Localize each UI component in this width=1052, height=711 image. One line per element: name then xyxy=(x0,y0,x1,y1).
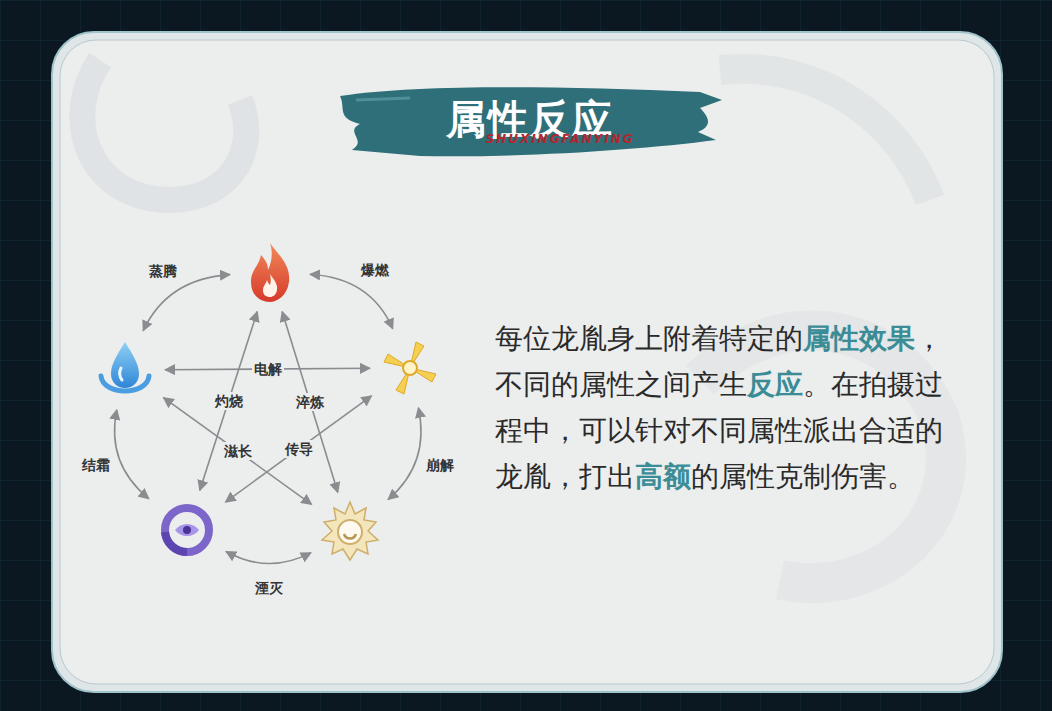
water-icon xyxy=(93,338,157,402)
reaction-label: 蒸腾 xyxy=(147,262,179,280)
icon-shape xyxy=(378,336,442,400)
highlight-text: 属性效果 xyxy=(803,322,915,355)
curved-arrow xyxy=(388,408,421,500)
curved-arrow xyxy=(226,551,311,563)
icon-shape xyxy=(238,240,302,304)
reaction-label: 灼烧 xyxy=(213,392,245,410)
body-text: 的属性克制伤害。 xyxy=(691,460,915,493)
icon-shape xyxy=(155,498,219,562)
fire-icon xyxy=(238,240,302,304)
reaction-label: 淬炼 xyxy=(294,393,326,411)
light-icon xyxy=(318,500,382,564)
body-text: 每位龙胤身上附着特定的 xyxy=(495,322,803,355)
reaction-label: 滋长 xyxy=(222,442,254,460)
curved-arrow xyxy=(143,275,230,331)
reaction-label: 崩解 xyxy=(424,456,456,474)
watermark-text: SHUXINGFANYING xyxy=(485,132,634,146)
straight-arrow xyxy=(200,312,258,491)
reaction-label: 电解 xyxy=(252,360,284,378)
icon-shape xyxy=(93,338,157,402)
electric-icon xyxy=(378,336,442,400)
highlight-text: 反应 xyxy=(747,368,803,401)
straight-arrow xyxy=(282,312,338,493)
dark-icon xyxy=(155,498,219,562)
reaction-label: 湮灭 xyxy=(253,579,285,597)
curved-arrow xyxy=(115,410,149,499)
highlight-text: 高额 xyxy=(635,460,691,493)
reaction-label: 结霜 xyxy=(80,456,112,474)
curved-arrow xyxy=(310,274,393,328)
reaction-label: 传导 xyxy=(283,440,315,458)
icon-shape xyxy=(318,500,382,564)
description-paragraph: 每位龙胤身上附着特定的属性效果，不同的属性之间产生反应。在拍摄过程中，可以针对不… xyxy=(495,316,963,500)
reaction-label: 爆燃 xyxy=(359,261,391,279)
